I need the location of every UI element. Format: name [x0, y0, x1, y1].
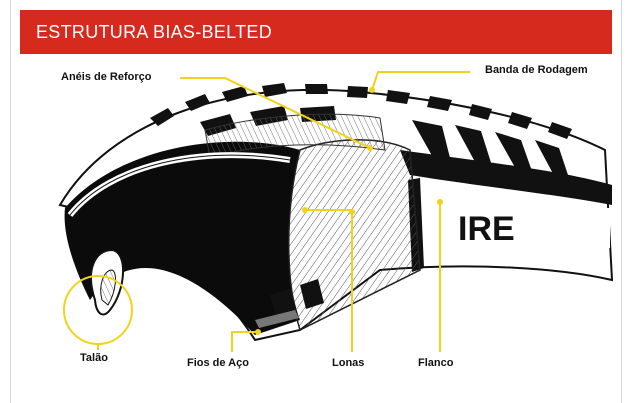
label-fios-aco: Fios de Aço: [187, 357, 249, 369]
header-bar: ESTRUTURA BIAS-BELTED: [20, 10, 612, 54]
page-title: ESTRUTURA BIAS-BELTED: [36, 22, 273, 42]
label-talao: Talão: [80, 352, 108, 364]
brand-panel: [455, 208, 610, 248]
belt-layer: [204, 113, 386, 159]
content-frame: [10, 0, 622, 403]
label-flanco: Flanco: [418, 357, 454, 369]
callout-lines: [97, 71, 470, 352]
steel-wire-blocks: [255, 279, 324, 328]
label-aneis-reforco: Anéis de Reforço: [61, 71, 152, 83]
label-lonas: Lonas: [332, 357, 365, 369]
tire-cavity: [64, 141, 300, 335]
brand-text: IRE: [458, 210, 515, 248]
label-banda-rodagem: Banda de Rodagem: [485, 64, 588, 76]
